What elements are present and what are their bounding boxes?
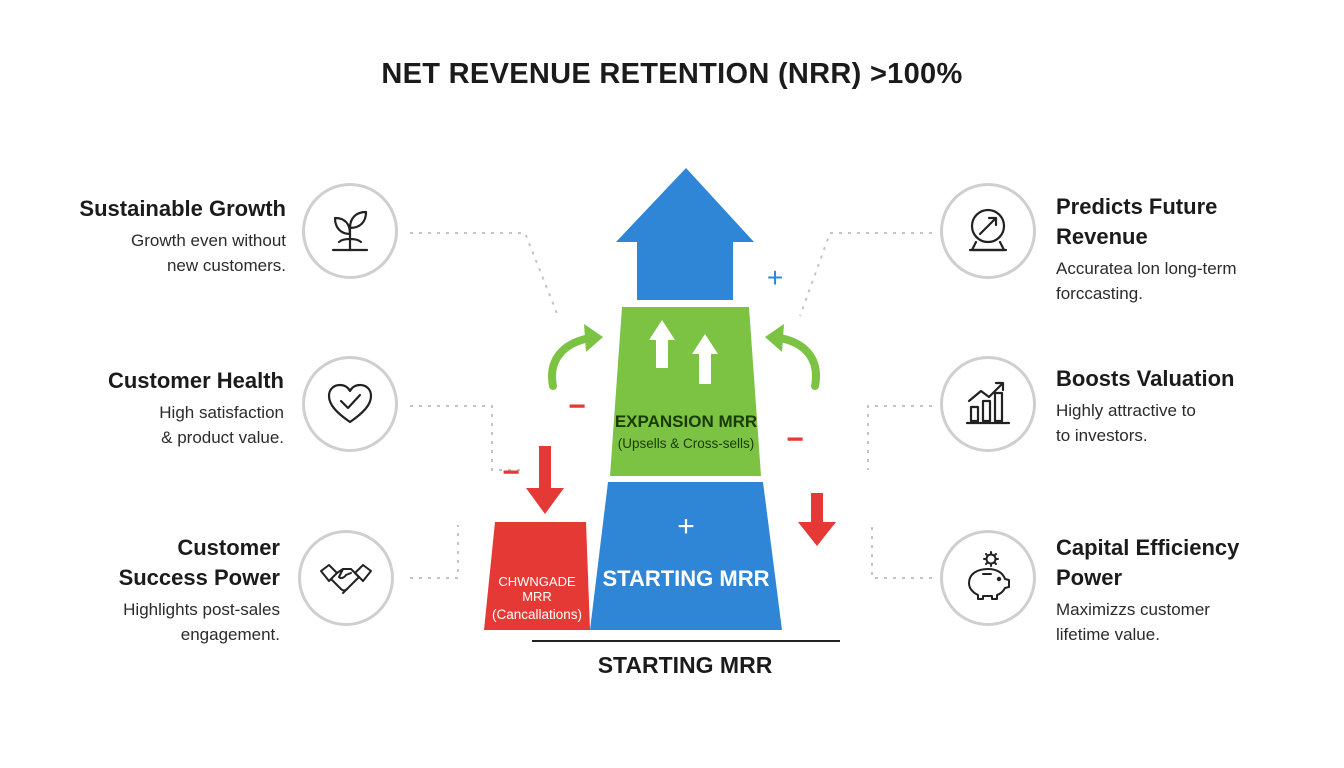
connector-line [799, 232, 932, 317]
curved-arrow-icon [548, 334, 594, 390]
minus-sign: − [568, 390, 586, 423]
page-title: NET REVENUE RETENTION (NRR) >100% [381, 58, 963, 90]
piggy-bank-icon-circle [940, 530, 1036, 626]
starting-mrr-label: STARTING MRR [602, 566, 770, 591]
curved-arrowhead [765, 324, 784, 352]
benefit-predicts-future-revenue: Predicts Future Revenue Accuratea lon lo… [1056, 192, 1316, 306]
benefit-heading: Boosts Valuation [1056, 366, 1235, 391]
minus-sign: − [502, 456, 520, 489]
benefit-sustainable-growth: Sustainable Growth Growth even without n… [40, 194, 286, 278]
benefit-boosts-valuation: Boosts Valuation Highly attractive to to… [1056, 364, 1316, 448]
heart-icon-circle [302, 356, 398, 452]
connector-line [410, 405, 525, 471]
up-arrow-icon [692, 334, 718, 384]
down-arrow-icon [526, 446, 564, 514]
handshake-icon [320, 564, 372, 594]
curved-arrow-icon [776, 334, 820, 390]
sprout-icon [331, 210, 369, 252]
benefit-heading: Customer Health [107, 368, 284, 393]
down-arrow-icon [798, 493, 836, 546]
churn-mrr-block [484, 522, 590, 630]
handshake-icon-circle [298, 530, 394, 626]
starting-mrr-block [590, 482, 782, 630]
expansion-mrr-block [610, 307, 761, 476]
benefit-description: High satisfaction & product value. [159, 403, 284, 447]
benefit-capital-efficiency-power: Capital Efficiency Power Maximizzs custo… [1056, 533, 1316, 647]
plus-sign: + [677, 510, 695, 543]
crystal-ball-icon-circle [940, 183, 1036, 279]
plus-sign: + [766, 262, 784, 293]
benefit-heading: Predicts Future Revenue [1056, 194, 1218, 249]
benefit-customer-success-power: Customer Success Power Highlights post-s… [40, 533, 280, 647]
benefit-description: Growth even without new customers. [131, 231, 286, 275]
benefit-description: Highly attractive to to investors. [1056, 401, 1196, 445]
crystal-ball-icon [968, 208, 1008, 252]
piggy-bank-gear-icon [968, 551, 1010, 600]
bottom-starting-mrr-label: STARTING MRR [597, 652, 773, 678]
connector-line [410, 525, 459, 579]
heart-check-icon [327, 383, 373, 424]
minus-sign: − [786, 423, 804, 456]
curved-arrowhead [584, 324, 603, 352]
top-growth-arrow [616, 168, 754, 300]
sprout-icon-circle [302, 183, 398, 279]
benefit-description: Maximizzs customer lifetime value. [1056, 600, 1210, 644]
benefit-heading: Sustainable Growth [79, 196, 286, 221]
benefit-customer-health: Customer Health High satisfaction & prod… [40, 366, 284, 450]
benefit-heading: Capital Efficiency Power [1056, 535, 1240, 590]
connector-line [867, 405, 932, 470]
connector-line [871, 525, 932, 579]
benefit-heading: Customer Success Power [118, 535, 280, 590]
up-arrow-icon [649, 320, 675, 368]
churn-mrr-label: CHWNGADE MRR (Cancallations) [491, 574, 583, 622]
benefit-description: Accuratea lon long-term forccasting. [1056, 259, 1237, 303]
benefit-description: Highlights post-sales engagement. [123, 600, 280, 644]
connector-line [410, 232, 559, 317]
bar-chart-growth-icon [965, 381, 1011, 425]
expansion-mrr-label: EXPANSION MRR (Upsells & Cross-sells) [614, 412, 758, 451]
bar-chart-icon-circle [940, 356, 1036, 452]
